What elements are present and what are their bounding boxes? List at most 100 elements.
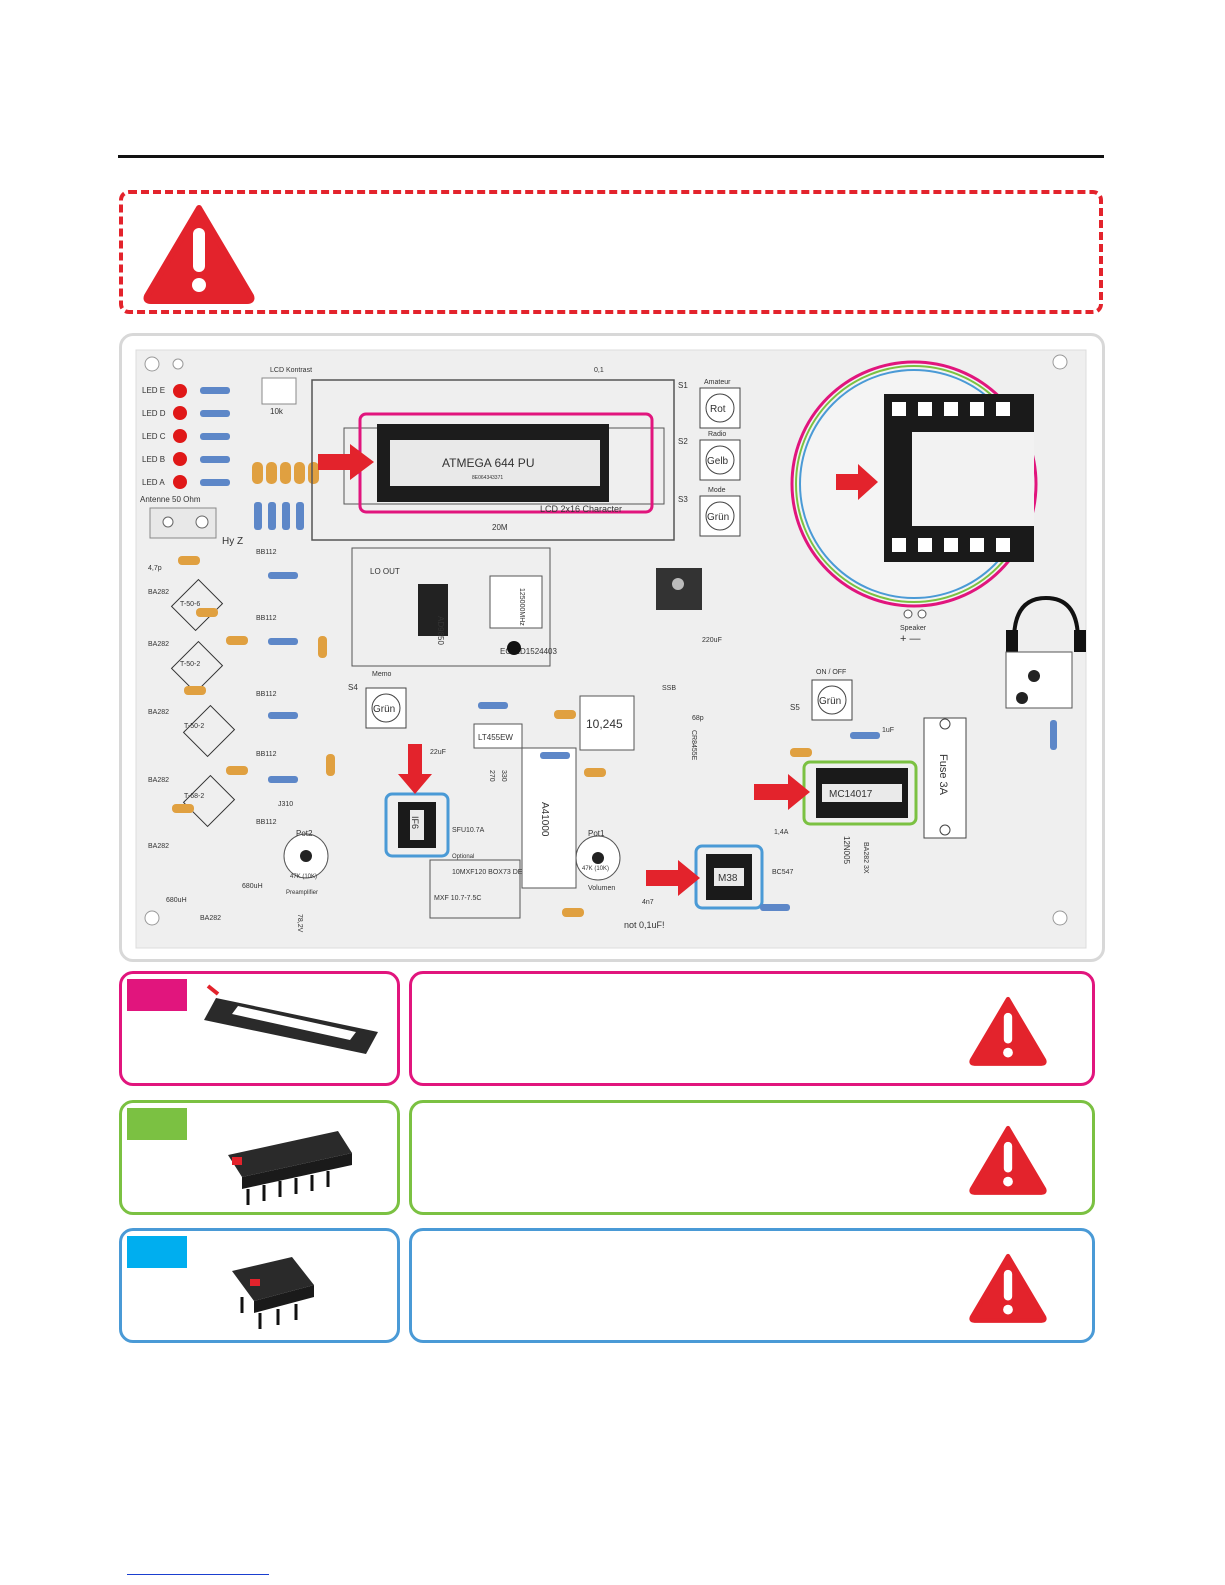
warning-icon <box>143 205 255 304</box>
fuse-label: Fuse 3A <box>937 754 949 796</box>
bc547-label: BC547 <box>772 869 794 876</box>
dip40-info-card <box>409 971 1095 1086</box>
led-a-label: LED A <box>142 478 165 487</box>
header-rule <box>118 155 1104 158</box>
optional-label: Optional <box>452 854 474 860</box>
s3-label: S3 <box>678 495 688 504</box>
lcd-label: LCD 2x16 Character <box>540 504 622 514</box>
cap-4n7-label: 4n7 <box>642 899 654 906</box>
cpu-serial: 8E064343371 <box>472 475 503 481</box>
memo-gruen-label: Grün <box>373 704 395 715</box>
cap-47p-label: 4,7p <box>148 565 162 572</box>
ind-680uh-label-2: 680uH <box>242 883 263 890</box>
cap-220uf-label: 220uF <box>702 637 722 644</box>
led-d-label: LED D <box>142 409 166 418</box>
cap-68p-label: 68p <box>692 715 704 722</box>
ba282-label-2: BA282 <box>148 641 169 648</box>
amateur-label: Amateur <box>704 379 731 386</box>
t50-2-label: T-50-2 <box>180 661 200 668</box>
bb112-label-5: BB112 <box>256 819 277 826</box>
bb112-label-4: BB112 <box>256 751 277 758</box>
mixer-chip-label: M38 <box>718 873 738 884</box>
bb112-label-2: BB112 <box>256 615 277 622</box>
module-label: A41000 <box>539 802 550 837</box>
warning-icon <box>969 1125 1047 1195</box>
lcd-kontrast-label: LCD Kontrast <box>270 367 312 374</box>
r330-label: 330 <box>500 770 507 782</box>
x20m-label: 20M <box>492 523 508 532</box>
footer-link-underline <box>127 1574 269 1575</box>
dip8-info-card <box>409 1228 1095 1343</box>
cr-label: CR8455E <box>690 730 697 761</box>
arrow-right-icon-2 <box>754 774 810 810</box>
buttons-group <box>365 387 853 729</box>
volumen-label: Volumen <box>588 885 615 892</box>
cap-22uf-label: 22uF <box>430 749 446 756</box>
dip8-color-tag <box>127 1236 187 1268</box>
ba282-3x-label: BA282 3X <box>862 842 869 874</box>
pot1-value: 47K (10K) <box>582 866 609 872</box>
kontrast-value: 10k <box>270 407 284 416</box>
j310-label: J310 <box>278 801 293 808</box>
ec-label: EC12D1524403 <box>500 647 557 656</box>
ba282-label-5: BA282 <box>148 843 169 850</box>
dip16-socket-image <box>228 1131 352 1205</box>
ba282-label-1: BA282 <box>148 589 169 596</box>
led-b-label: LED B <box>142 455 165 464</box>
memo-label: Memo <box>372 671 392 678</box>
dip40-socket-card <box>119 971 400 1086</box>
mxf-label: MXF 10.7-7.5C <box>434 895 481 902</box>
radio-label: Radio <box>708 431 726 438</box>
ssb-label: SSB <box>662 685 676 692</box>
dip40-socket-image <box>204 984 378 1054</box>
cap-01-label: 0,1 <box>594 367 604 374</box>
t50-2-label-2: T-50-2 <box>184 723 204 730</box>
cap-1uf-label: 1uF <box>882 727 894 734</box>
pcb-board: LED E LED D LED C LED B LED A Antenne 50… <box>135 349 1087 949</box>
led-c-label: LED C <box>142 432 166 441</box>
ind-680uh-label: 680uH <box>166 897 187 904</box>
quartz-label: 10,245 <box>586 717 623 731</box>
warning-icon <box>969 1253 1047 1323</box>
on-off-label: ON / OFF <box>816 669 846 676</box>
mxf-opt-label: 10MXF120 BOX73 DE <box>452 869 523 876</box>
arrow-down-icon <box>398 744 432 794</box>
ba282-label-4: BA282 <box>148 777 169 784</box>
rot-label: Rot <box>710 404 726 415</box>
r1n-label: 12N005 <box>842 836 851 865</box>
dip8-socket-image <box>232 1257 314 1329</box>
t68-2-label: T-68-2 <box>184 793 204 800</box>
pot1-label: Pot1 <box>588 829 605 838</box>
dip40-color-tag <box>127 979 187 1011</box>
not-cap-label: not 0,1uF! <box>624 920 665 930</box>
led-e-label: LED E <box>142 386 165 395</box>
filter-label: LT455EW <box>478 733 513 742</box>
dip16-color-tag <box>127 1108 187 1140</box>
dds-clock-label: 125000MHz <box>518 588 525 626</box>
s4-label: S4 <box>348 683 358 692</box>
headphones-icon <box>1006 595 1086 652</box>
r270-label: 270 <box>488 770 495 782</box>
zoom-arrow-icon <box>836 464 878 500</box>
dip16-socket-card <box>119 1100 400 1215</box>
warning-icon <box>969 996 1047 1066</box>
preamp-label: Preamplifier <box>286 890 318 896</box>
ba282-label-6: BA282 <box>200 915 221 922</box>
gruen-label: Grün <box>707 512 729 523</box>
pot2-label: Pot2 <box>296 829 313 838</box>
bb112-label-1: BB112 <box>256 549 277 556</box>
onoff-gruen-label: Grün <box>819 696 841 707</box>
pcb-photo-frame: LED E LED D LED C LED B LED A Antenne 50… <box>119 333 1105 962</box>
dip16-info-card <box>409 1100 1095 1215</box>
lo-out-label: LO OUT <box>370 567 400 576</box>
led-column <box>173 384 230 489</box>
if-chip-label: IF6 <box>410 816 420 829</box>
speaker-label: Speaker <box>900 625 927 632</box>
s5-label: S5 <box>790 703 800 712</box>
cpu-chip-label: ATMEGA 644 PU <box>442 456 534 470</box>
fuse-14a-label: 1,4A <box>774 829 789 836</box>
speaker-polarity: + — <box>900 633 920 645</box>
arrow-right-icon <box>318 444 374 480</box>
s2-label: S2 <box>678 437 688 446</box>
bb112-label-3: BB112 <box>256 691 277 698</box>
